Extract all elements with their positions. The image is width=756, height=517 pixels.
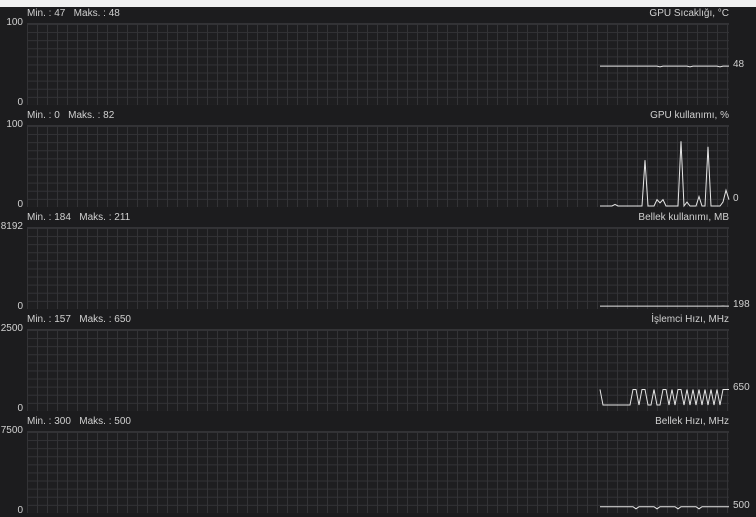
graph-svg: [27, 126, 729, 207]
min-max-label: Min. : 184 Maks. : 211: [27, 212, 130, 223]
y-axis-max: 100: [6, 119, 23, 130]
min-max-label: Min. : 157 Maks. : 650: [27, 314, 131, 325]
graph-area: [27, 23, 729, 105]
y-axis-max: 8192: [1, 221, 23, 232]
graph-svg: [27, 24, 729, 105]
graph-title: GPU Sıcaklığı, °C: [649, 8, 729, 19]
graph-svg: [27, 432, 729, 513]
graph-area: [27, 329, 729, 411]
current-value: 500: [733, 500, 750, 511]
graph-svg: [27, 228, 729, 309]
current-value: 650: [733, 382, 750, 393]
y-axis-min: 0: [17, 505, 23, 516]
min-max-label: Min. : 300 Maks. : 500: [27, 416, 131, 427]
graph-area: [27, 125, 729, 207]
graph-area: [27, 431, 729, 513]
monitor-graph-panel[interactable]: Min. : 0 Maks. : 82 GPU kullanımı, % 100…: [0, 109, 756, 211]
y-axis-min: 0: [17, 403, 23, 414]
data-line: [600, 66, 729, 67]
graph-svg: [27, 330, 729, 411]
y-axis-max: 7500: [1, 425, 23, 436]
y-axis-max: 100: [6, 17, 23, 28]
y-axis-min: 0: [17, 199, 23, 210]
current-value: 0: [733, 193, 739, 204]
monitor-graph-panel[interactable]: Min. : 47 Maks. : 48 GPU Sıcaklığı, °C 1…: [0, 7, 756, 109]
y-axis-min: 0: [17, 301, 23, 312]
y-axis-min: 0: [17, 97, 23, 108]
y-axis-max: 2500: [1, 323, 23, 334]
data-line: [600, 389, 729, 405]
graph-title: Bellek Hızı, MHz: [655, 416, 729, 427]
graph-title: GPU kullanımı, %: [650, 110, 729, 121]
current-value: 48: [733, 59, 744, 70]
graph-title: Bellek kullanımı, MB: [638, 212, 729, 223]
min-max-label: Min. : 47 Maks. : 48: [27, 8, 120, 19]
monitor-graph-panel[interactable]: Min. : 184 Maks. : 211 Bellek kullanımı,…: [0, 211, 756, 313]
monitor-graph-panel[interactable]: Min. : 300 Maks. : 500 Bellek Hızı, MHz …: [0, 415, 756, 517]
min-max-label: Min. : 0 Maks. : 82: [27, 110, 114, 121]
graph-title: İşlemci Hızı, MHz: [651, 314, 729, 325]
title-bar: [0, 0, 756, 7]
monitor-graph-panel[interactable]: Min. : 157 Maks. : 650 İşlemci Hızı, MHz…: [0, 313, 756, 415]
data-line: [600, 507, 729, 509]
current-value: 198: [733, 299, 750, 310]
graph-area: [27, 227, 729, 309]
data-line: [600, 141, 729, 206]
